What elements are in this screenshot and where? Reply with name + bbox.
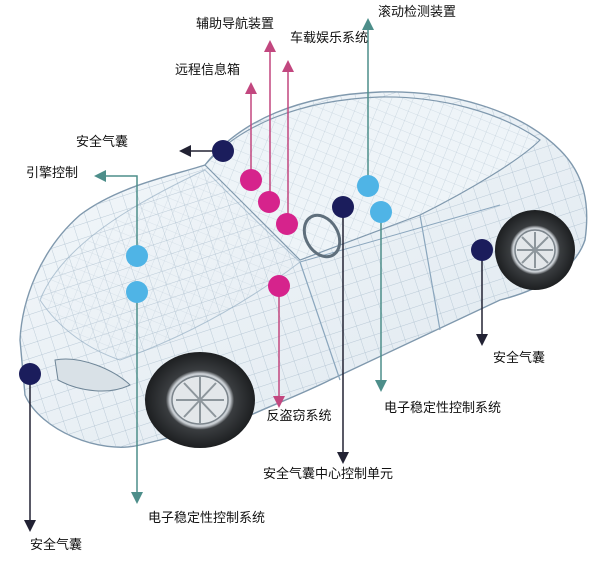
node-telematics [240, 169, 262, 191]
node-aux-nav [258, 191, 280, 213]
node-anti-theft [268, 275, 290, 297]
node-airbag-center [332, 196, 354, 218]
node-esc-bottom [126, 281, 148, 303]
label-aux-nav: 辅助导航装置 [196, 17, 275, 32]
arrow-engine-control [94, 170, 138, 250]
label-airbag-right: 安全气囊 [493, 351, 546, 366]
label-esc-bottom: 电子稳定性控制系统 [148, 511, 266, 526]
node-rollover [357, 175, 379, 197]
node-infotainment [276, 213, 298, 235]
label-rollover: 滚动检测装置 [378, 5, 457, 20]
label-infotainment: 车载娱乐系统 [289, 31, 368, 46]
label-telematics: 远程信息箱 [175, 63, 241, 78]
label-anti-theft: 反盗窃系统 [266, 409, 332, 424]
label-engine-control: 引擎控制 [26, 166, 79, 181]
sensor-nodes [19, 140, 493, 385]
node-engine-control [126, 245, 148, 267]
connector-lines [24, 18, 488, 532]
label-airbag-mid-left: 安全气囊 [76, 135, 129, 150]
node-esc-right [370, 201, 392, 223]
node-airbag-mid-left [212, 140, 234, 162]
node-airbag-right [471, 239, 493, 261]
label-airbag-center: 安全气囊中心控制单元 [262, 467, 393, 482]
label-airbag-bottom-left: 安全气囊 [30, 538, 83, 553]
label-esc-right: 电子稳定性控制系统 [384, 401, 502, 416]
rear-wheel [495, 210, 575, 290]
front-wheel [145, 352, 255, 448]
node-airbag-bottom-left [19, 363, 41, 385]
